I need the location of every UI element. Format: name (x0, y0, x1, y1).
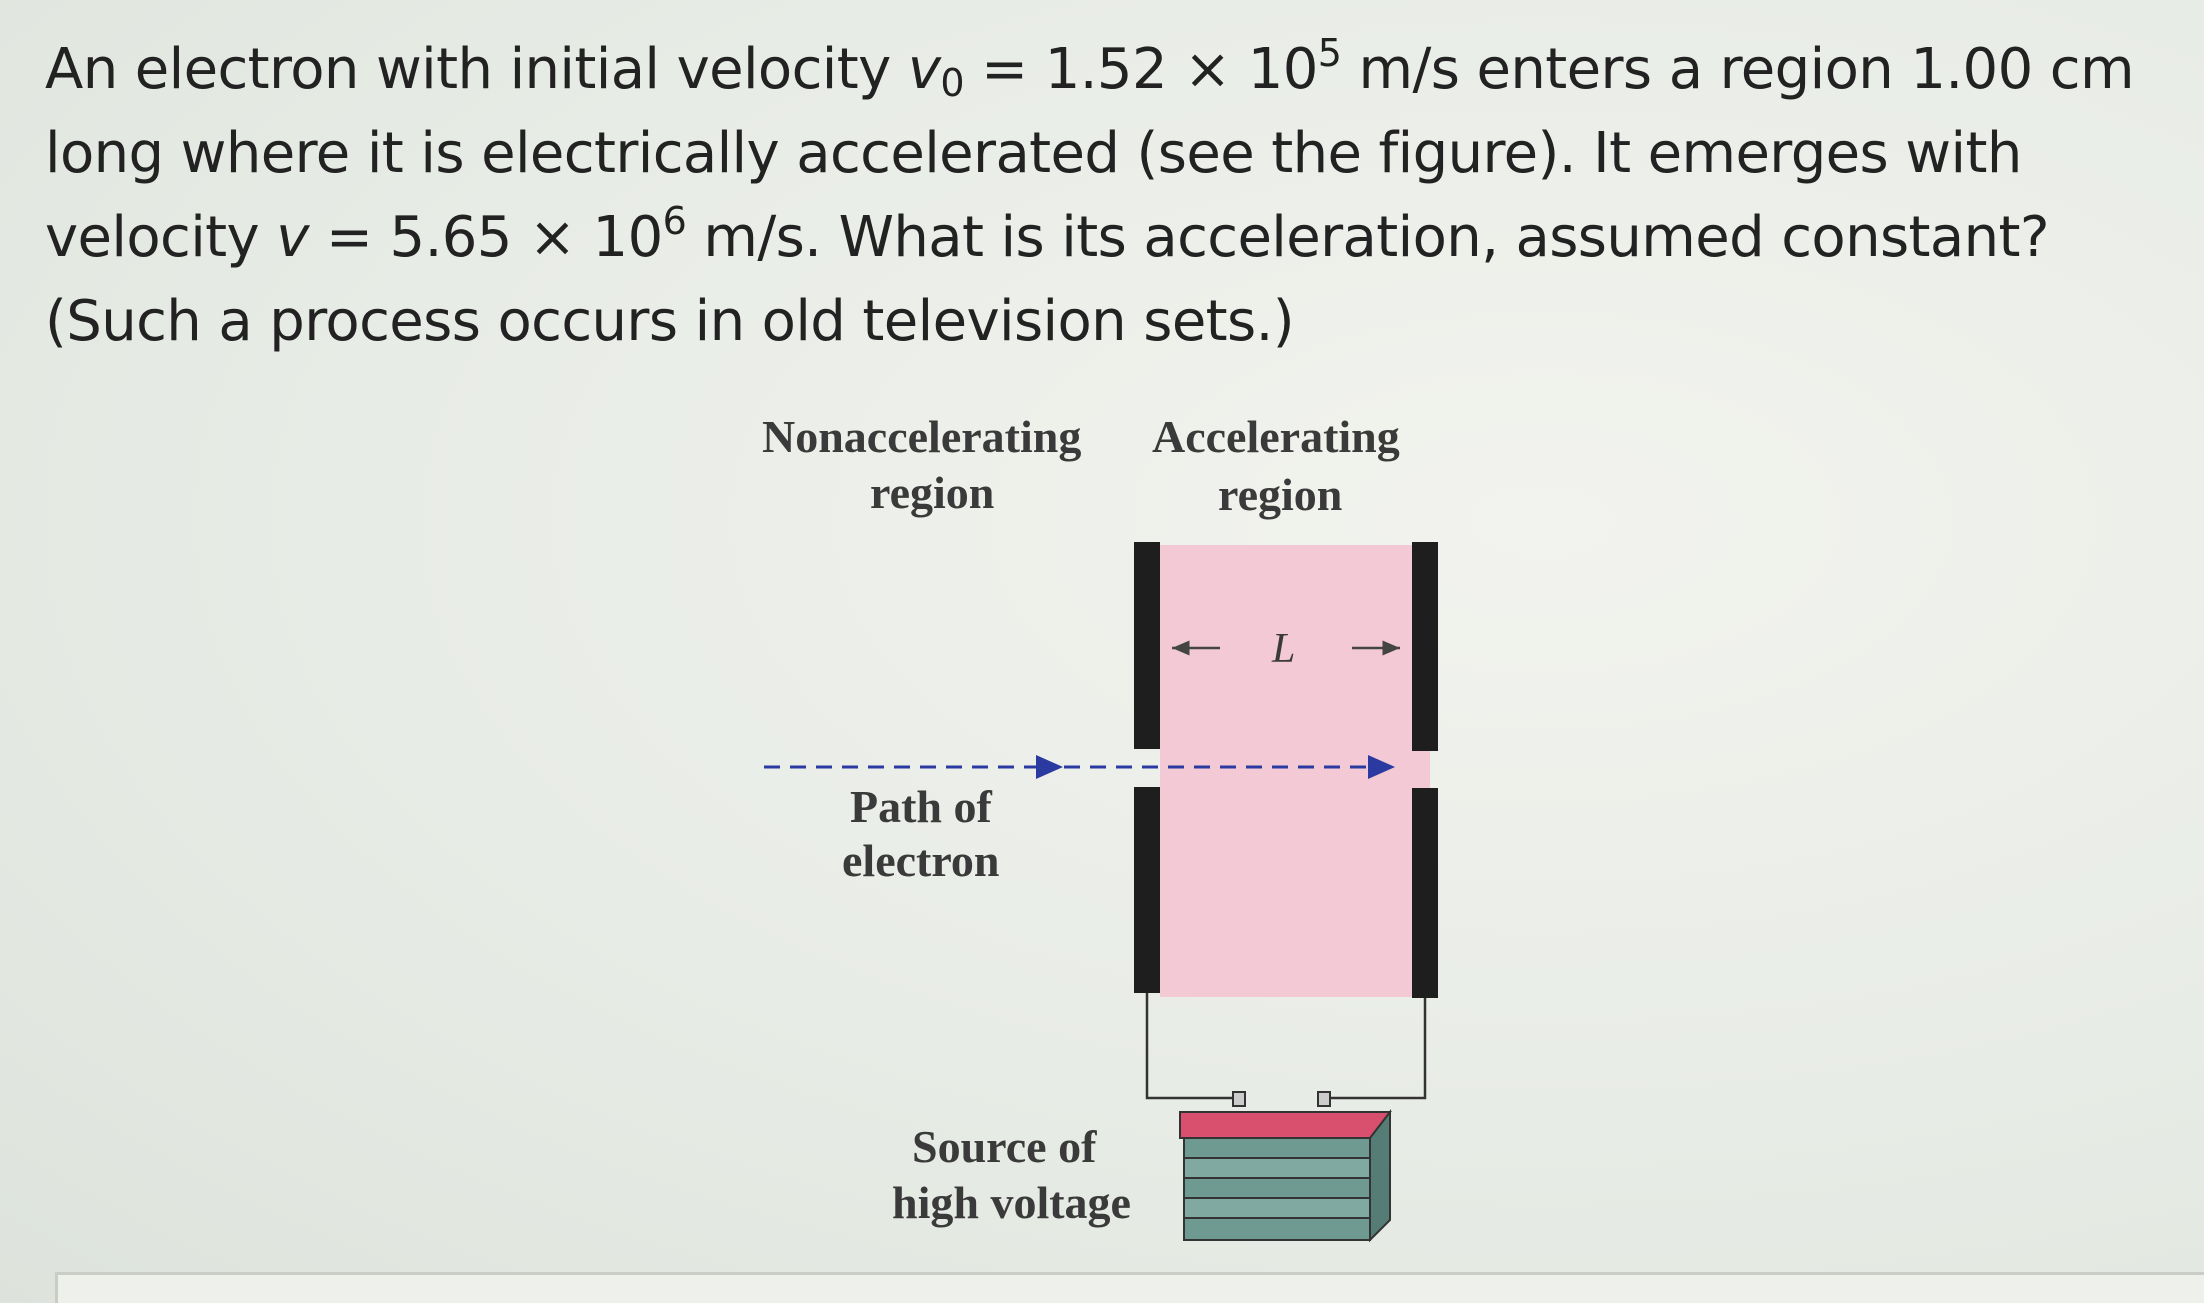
v-symbol: v (276, 205, 309, 270)
question-text: An electron with initial velocity v0 = 1… (45, 31, 2135, 354)
label-path-line1: Path of (850, 781, 993, 832)
label-source-line1: Source of (912, 1121, 1097, 1172)
exponent-1: 5 (1317, 31, 1342, 75)
high-voltage-battery (1179, 1091, 1392, 1243)
left-plate-top (1134, 542, 1160, 749)
accelerating-region (1160, 545, 1430, 997)
left-plate-bottom (1134, 787, 1160, 993)
right-plate-bottom (1412, 788, 1438, 998)
wire-left (1145, 993, 1235, 1100)
label-source-line2: high voltage (892, 1177, 1131, 1228)
label-accelerating-line2: region (1218, 469, 1342, 520)
label-nonaccelerating-line2: region (870, 467, 994, 518)
figure-svg: Nonaccelerating region Accelerating regi… (762, 411, 1438, 1243)
label-length: L (1271, 626, 1295, 672)
wire-right (1320, 998, 1427, 1100)
v0-symbol: v (907, 37, 941, 102)
exponent-2: 6 (662, 199, 687, 243)
accelerating-region-figure: Nonaccelerating region Accelerating regi… (740, 400, 1460, 1280)
label-nonaccelerating-line1: Nonaccelerating (762, 411, 1081, 462)
right-plate-top (1412, 542, 1438, 751)
label-accelerating-line1: Accelerating (1152, 411, 1400, 462)
answer-box-edge[interactable] (55, 1272, 2204, 1303)
label-path-line2: electron (842, 835, 1000, 886)
v0-subscript: 0 (940, 61, 964, 105)
